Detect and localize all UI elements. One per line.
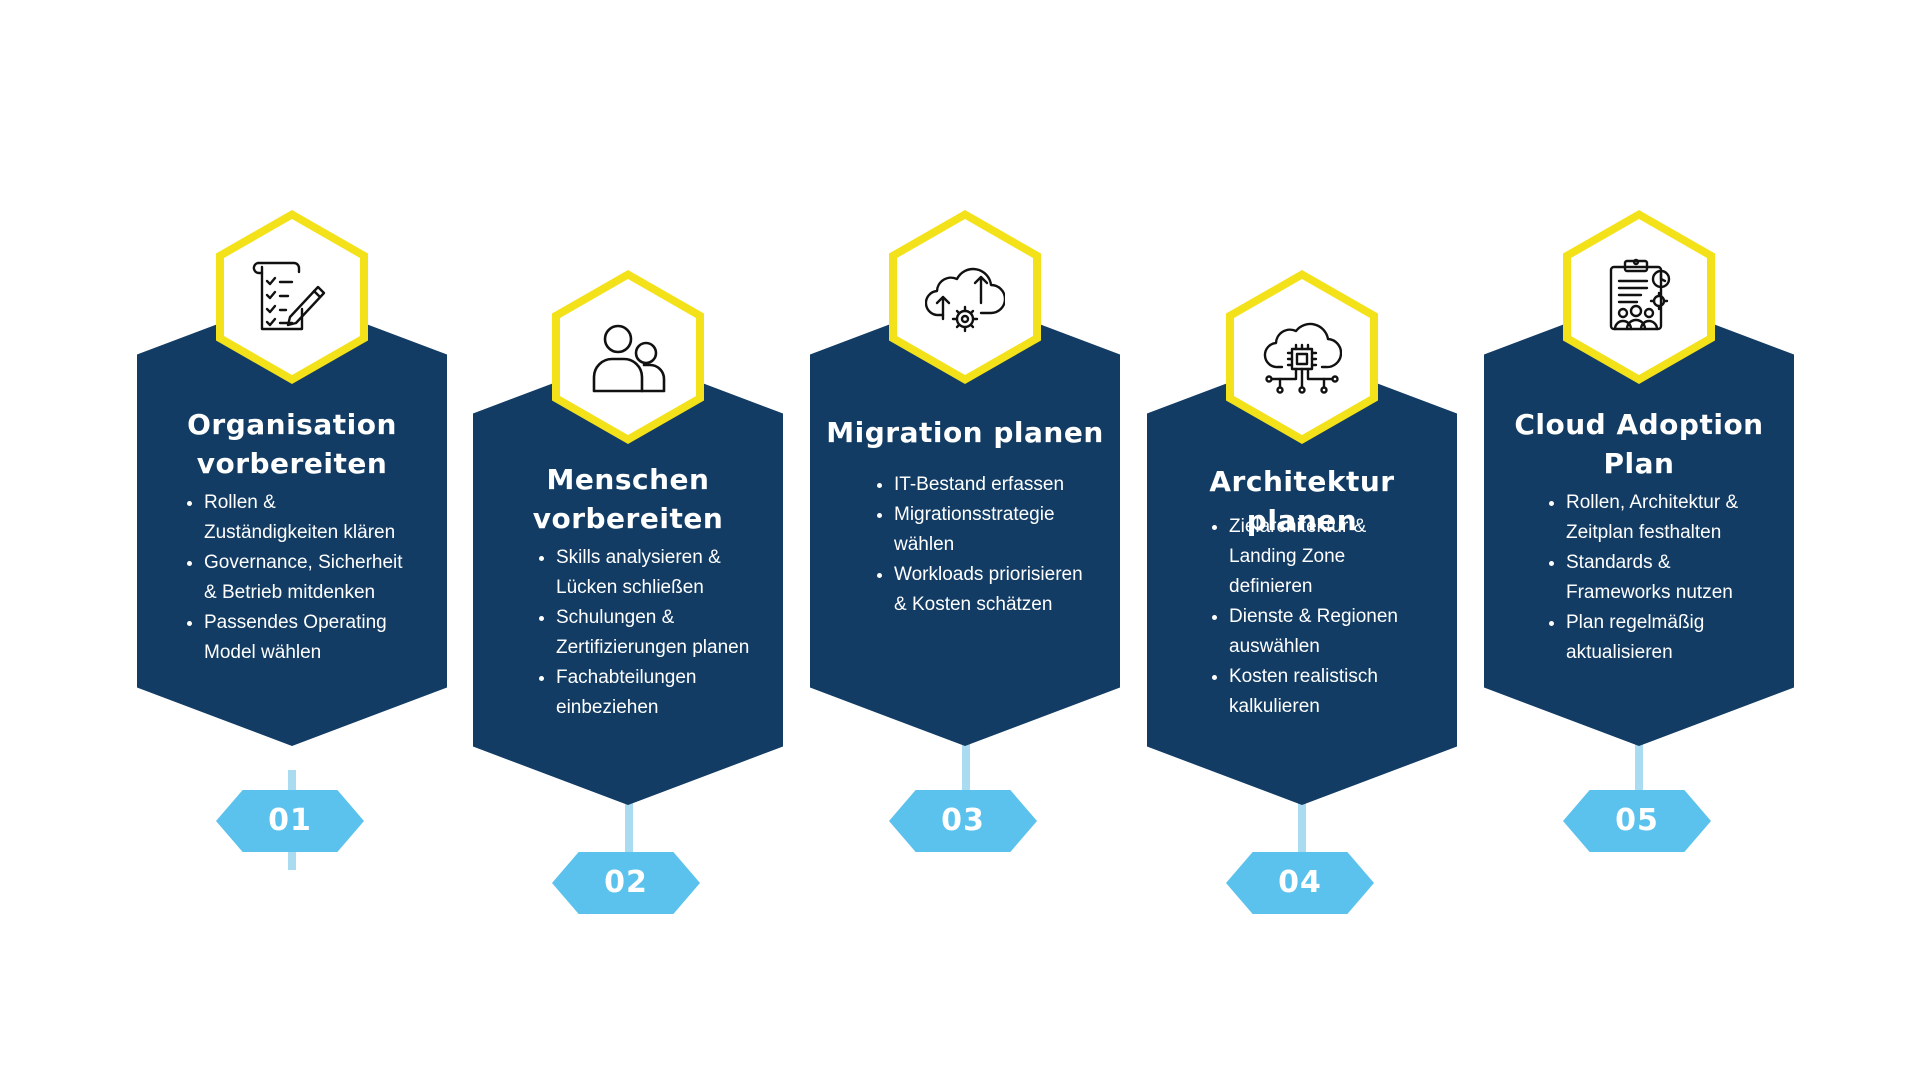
list-item: Governance, Sicherheit& Betrieb mitdenke… [187,548,444,608]
icon-badge [1563,210,1715,384]
list-item: IT-Bestand erfassen [877,470,1134,500]
checklist-pencil-icon [252,261,326,331]
step-number-badge: 05 [1563,790,1711,852]
list-item: Workloads priorisieren& Kosten schätzen [877,560,1134,620]
step-connector [1298,800,1306,880]
list-item: Skills analysieren &Lücken schließen [539,543,796,603]
list-item: Rollen, Architektur &Zeitplan festhalten [1549,488,1806,548]
cloud-migration-gear-icon [925,267,1005,333]
step-connector [1635,735,1643,805]
step-number-badge: 02 [552,852,700,914]
list-item: Schulungen &Zertifizierungen planen [539,603,796,663]
icon-badge [216,210,368,384]
step-connector [625,800,633,880]
step-bullet-list: Rollen &Zuständigkeiten klären Governanc… [182,488,444,668]
icon-badge [1226,270,1378,444]
clipboard-team-clock-icon [1609,258,1671,331]
step-number-badge: 04 [1226,852,1374,914]
step-connector [962,735,970,805]
list-item: Standards &Frameworks nutzen [1549,548,1806,608]
cloud-chip-network-icon [1263,322,1342,394]
step-number-badge: 03 [889,790,1037,852]
step-title: Migration planen [826,416,1104,449]
list-item: Rollen &Zuständigkeiten klären [187,488,444,548]
step-title: Architektur planen [1209,465,1395,537]
icon-badge [552,270,704,444]
icon-badge [889,210,1041,384]
people-icon [592,324,666,393]
step-bullet-list: Skills analysieren &Lücken schließen Sch… [534,543,796,723]
step-number-badge: 01 [216,790,364,852]
step-bullet-list: Rollen, Architektur &Zeitplan festhalten… [1544,488,1806,668]
